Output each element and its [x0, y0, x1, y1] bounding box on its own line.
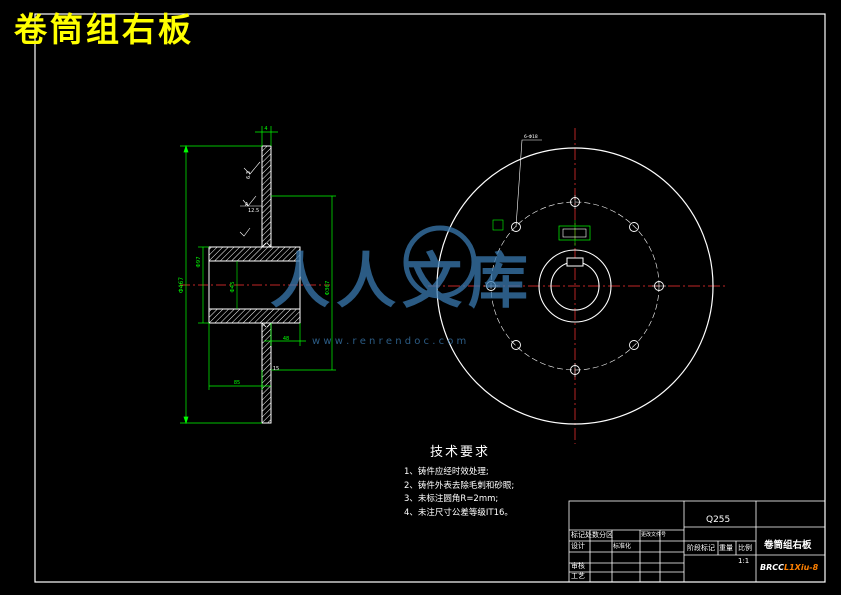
dim-hub-width-label: 48: [283, 336, 289, 342]
tech-requirements-list: 1、铸件应经时效处理; 2、铸件外表去除毛刺和砂眼; 3、未标注圆角R=2mm;…: [404, 466, 514, 520]
standardize-label: 标准化: [613, 543, 632, 550]
drawing-title: 卷筒组右板: [14, 10, 194, 49]
tech-requirement-item: 1、铸件应经时效处理;: [404, 467, 489, 477]
front-view: 6-Φ18: [428, 128, 726, 444]
process-label: 工艺: [571, 572, 585, 580]
tech-requirements-heading: 技术要求: [430, 445, 491, 460]
title-block: [568, 500, 826, 583]
keyway: [566, 257, 584, 267]
outer-disk: [436, 147, 714, 425]
drawing-code: BRCCL1Xiu-8: [760, 563, 818, 572]
roughness-symbol-c: [239, 227, 251, 237]
dim-overall-height-label: Φ467: [178, 277, 185, 293]
watermark-logo-ring: [403, 225, 477, 299]
dim-hub-diameter: [198, 246, 209, 324]
hub-wall-lower: [208, 308, 301, 324]
plate-upper: [261, 145, 272, 248]
plate-lower: [261, 322, 272, 424]
hole-leader: [515, 139, 542, 228]
watermark-url: w w w . r e n r e n d o c . c o m: [312, 336, 466, 347]
roughness-symbol-a: [243, 161, 261, 175]
drawing-border: [34, 13, 826, 583]
scale-value: 1:1: [738, 557, 750, 565]
dim-hub-width: [264, 323, 306, 346]
dim-overall-height: [180, 144, 262, 425]
tech-requirement-item: 2、铸件外表去除毛刺和砂眼;: [404, 480, 515, 491]
roughness-a-label: 6.3: [246, 171, 252, 179]
dim-overall-width-label: 85: [234, 380, 240, 386]
section-view: Φ467 Φ97 Φ45 Φ367 4 6.3: [178, 126, 336, 425]
dim-flange-diameter: [271, 195, 336, 371]
dim-bore-label: Φ45: [230, 281, 236, 293]
bolt-hole: [511, 340, 521, 350]
drawing-code-suffix: L1Xiu-8: [784, 563, 819, 572]
scale-label: 比例: [738, 544, 752, 552]
part-name: 卷筒组右板: [764, 540, 812, 551]
dim-overall-width: [208, 323, 271, 390]
hub-outline: [538, 249, 612, 323]
tech-requirement-item: 3、未标注圆角R=2mm;: [404, 494, 499, 505]
revision-note-label: 更改文件号: [641, 532, 667, 538]
dim-hub-offset-label: 15: [273, 366, 279, 372]
roughness-b-label: 12.5: [248, 208, 259, 214]
datum-symbol: [240, 195, 262, 207]
dim-hub-diameter-label: Φ97: [196, 256, 202, 268]
hole-leader-label: 6-Φ18: [524, 134, 538, 140]
weight-label: 重量: [719, 544, 733, 552]
stage-mark-label: 阶段标记: [687, 544, 715, 552]
bolt-hole: [629, 222, 639, 232]
revision-row-label: 标记处数分区: [571, 531, 613, 539]
dim-flange-diameter-label: Φ367: [325, 280, 331, 295]
drawing-code-prefix: BRCC: [760, 563, 784, 572]
review-label: 审核: [571, 562, 585, 570]
design-label: 设计: [571, 542, 585, 550]
hub-wall-upper: [208, 246, 301, 262]
datum-label: A: [245, 202, 249, 208]
dim-thickness-label: 4: [264, 126, 267, 132]
watermark-text: 人人文库: [270, 247, 534, 317]
bolt-hole: [511, 222, 521, 232]
watermark: 人人文库 w w w . r e n r e n d o c . c o m: [270, 225, 534, 347]
keyway-detail: [558, 225, 591, 241]
bolt-hole: [629, 340, 639, 350]
material-label: Q255: [706, 515, 731, 525]
tech-requirement-item: 4、未注尺寸公差等级IT16。: [404, 507, 513, 518]
dim-thickness: [255, 126, 278, 146]
